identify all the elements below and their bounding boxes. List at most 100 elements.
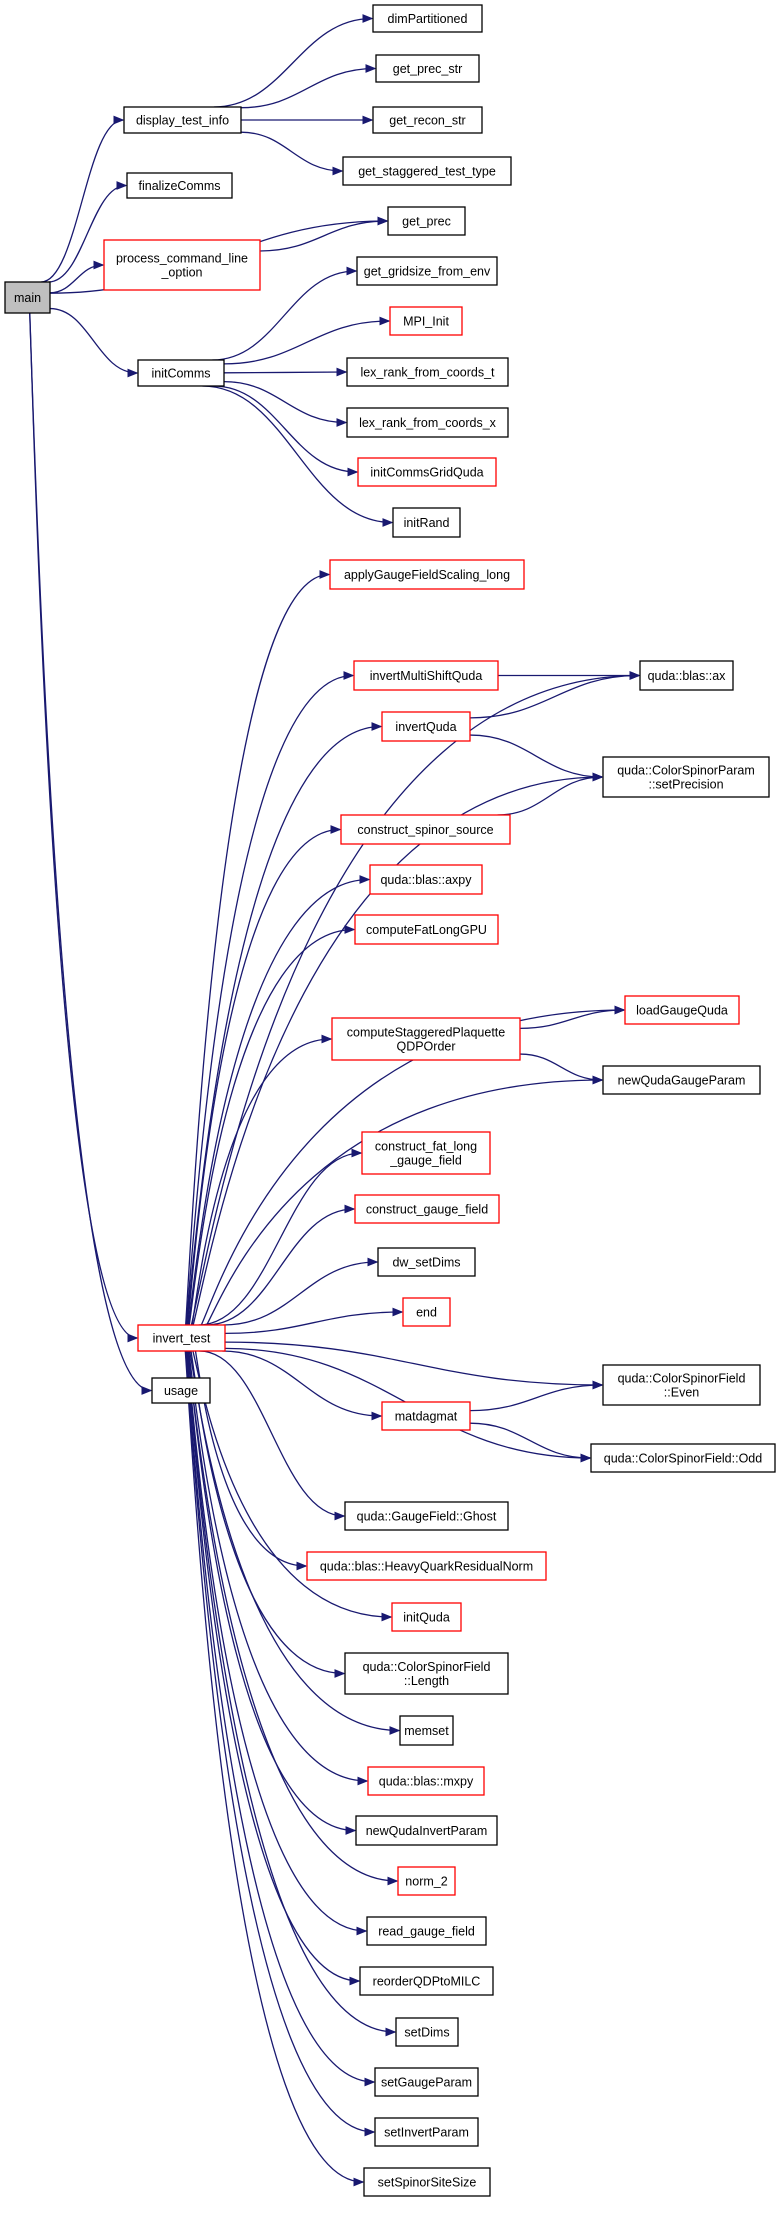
- node-box[interactable]: [356, 256, 498, 286]
- node-setspinorsitesize[interactable]: setSpinorSiteSize: [363, 2167, 491, 2197]
- node-get-recon-str[interactable]: get_recon_str: [372, 106, 483, 134]
- node-box[interactable]: [374, 2117, 479, 2147]
- node-newqudainvertparam[interactable]: newQudaInvertParam: [355, 1815, 498, 1846]
- node-dw-setdims[interactable]: dw_setDims: [377, 1247, 476, 1277]
- node-box[interactable]: [331, 1017, 521, 1061]
- node-box[interactable]: [402, 1297, 451, 1327]
- node-blas-ax[interactable]: quda::blas::ax: [639, 660, 734, 691]
- node-box[interactable]: [344, 1501, 509, 1531]
- node-box[interactable]: [353, 660, 499, 691]
- node-invertquda[interactable]: invertQuda: [381, 711, 471, 742]
- node-box[interactable]: [355, 1815, 498, 1846]
- node-box[interactable]: [329, 559, 525, 590]
- node-process-command-line-option[interactable]: process_command_line_option: [103, 239, 261, 291]
- node-box[interactable]: [392, 507, 461, 538]
- node-lex-rank-from-coords-x[interactable]: lex_rank_from_coords_x: [346, 407, 509, 438]
- node-box[interactable]: [340, 814, 511, 845]
- node-dimpartitioned[interactable]: dimPartitioned: [372, 4, 483, 33]
- node-box[interactable]: [381, 1401, 471, 1431]
- node-box[interactable]: [602, 1065, 761, 1095]
- node-construct-fat-long-gauge-field[interactable]: construct_fat_long_gauge_field: [361, 1131, 491, 1175]
- node-end[interactable]: end: [402, 1297, 451, 1327]
- node-box[interactable]: [397, 1866, 456, 1896]
- node-box[interactable]: [103, 239, 261, 291]
- node-colorspinorfield-odd[interactable]: quda::ColorSpinorField::Odd: [590, 1443, 776, 1473]
- node-finalizecomms[interactable]: finalizeComms: [126, 172, 233, 199]
- node-box[interactable]: [391, 1602, 462, 1632]
- node-construct-gauge-field[interactable]: construct_gauge_field: [354, 1194, 500, 1224]
- node-memset[interactable]: memset: [399, 1715, 454, 1746]
- node-lex-rank-from-coords-t[interactable]: lex_rank_from_coords_t: [346, 357, 509, 387]
- node-box[interactable]: [137, 359, 225, 387]
- node-get-gridsize-from-env[interactable]: get_gridsize_from_env: [356, 256, 498, 286]
- node-gaugefield-ghost[interactable]: quda::GaugeField::Ghost: [344, 1501, 509, 1531]
- node-usage[interactable]: usage: [151, 1377, 211, 1404]
- node-box[interactable]: [372, 106, 483, 134]
- node-box[interactable]: [346, 357, 509, 387]
- node-setdims[interactable]: setDims: [395, 2017, 459, 2047]
- node-matdagmat[interactable]: matdagmat: [381, 1401, 471, 1431]
- node-loadgaugequda[interactable]: loadGaugeQuda: [624, 995, 740, 1025]
- node-reorderqdptomilc[interactable]: reorderQDPtoMILC: [359, 1966, 494, 1996]
- node-box[interactable]: [151, 1377, 211, 1404]
- node-box[interactable]: [369, 864, 483, 895]
- node-box[interactable]: [375, 54, 480, 83]
- node-box[interactable]: [389, 306, 463, 336]
- node-initquda[interactable]: initQuda: [391, 1602, 462, 1632]
- node-box[interactable]: [602, 1364, 761, 1406]
- node-box[interactable]: [342, 156, 512, 186]
- node-box[interactable]: [363, 2167, 491, 2197]
- node-box[interactable]: [361, 1131, 491, 1175]
- node-blas-mxpy[interactable]: quda::blas::mxpy: [367, 1766, 485, 1796]
- node-box[interactable]: [137, 1324, 226, 1352]
- node-box[interactable]: [387, 206, 466, 236]
- node-box[interactable]: [354, 1194, 500, 1224]
- node-get-prec[interactable]: get_prec: [387, 206, 466, 236]
- node-setgaugeparam[interactable]: setGaugeParam: [374, 2067, 479, 2097]
- node-heavyquarkresidualnorm[interactable]: quda::blas::HeavyQuarkResidualNorm: [306, 1551, 547, 1581]
- node-box[interactable]: [354, 914, 499, 945]
- node-box[interactable]: [359, 1966, 494, 1996]
- node-box[interactable]: [123, 106, 242, 134]
- node-initcommsgridquda[interactable]: initCommsGridQuda: [357, 457, 497, 487]
- node-applygaugefieldscaling-long[interactable]: applyGaugeFieldScaling_long: [329, 559, 525, 590]
- node-box[interactable]: [399, 1715, 454, 1746]
- node-box[interactable]: [372, 4, 483, 33]
- node-get-staggered-test-type[interactable]: get_staggered_test_type: [342, 156, 512, 186]
- node-box[interactable]: [367, 1766, 485, 1796]
- node-box[interactable]: [346, 407, 509, 438]
- node-box[interactable]: [377, 1247, 476, 1277]
- node-construct-spinor-source[interactable]: construct_spinor_source: [340, 814, 511, 845]
- node-blas-axpy[interactable]: quda::blas::axpy: [369, 864, 483, 895]
- node-read-gauge-field[interactable]: read_gauge_field: [366, 1916, 487, 1946]
- node-invert-test[interactable]: invert_test: [137, 1324, 226, 1352]
- node-main[interactable]: main: [4, 281, 51, 314]
- node-box[interactable]: [357, 457, 497, 487]
- node-box[interactable]: [4, 281, 51, 314]
- node-invertmultishiftquda[interactable]: invertMultiShiftQuda: [353, 660, 499, 691]
- node-box[interactable]: [366, 1916, 487, 1946]
- node-setinvertparam[interactable]: setInvertParam: [374, 2117, 479, 2147]
- node-get-prec-str[interactable]: get_prec_str: [375, 54, 480, 83]
- node-box[interactable]: [602, 756, 770, 798]
- node-mpi-init[interactable]: MPI_Init: [389, 306, 463, 336]
- node-box[interactable]: [624, 995, 740, 1025]
- node-box[interactable]: [126, 172, 233, 199]
- node-colorspinorfield-even[interactable]: quda::ColorSpinorField::Even: [602, 1364, 761, 1406]
- node-display-test-info[interactable]: display_test_info: [123, 106, 242, 134]
- node-box[interactable]: [395, 2017, 459, 2047]
- node-newqudagaugeparam[interactable]: newQudaGaugeParam: [602, 1065, 761, 1095]
- node-box[interactable]: [306, 1551, 547, 1581]
- node-colorspinorfield-length[interactable]: quda::ColorSpinorField::Length: [344, 1652, 509, 1695]
- node-box[interactable]: [381, 711, 471, 742]
- node-computefatlonggpu[interactable]: computeFatLongGPU: [354, 914, 499, 945]
- node-initrand[interactable]: initRand: [392, 507, 461, 538]
- node-box[interactable]: [590, 1443, 776, 1473]
- node-box[interactable]: [374, 2067, 479, 2097]
- node-colorspinorparam-setprecision[interactable]: quda::ColorSpinorParam::setPrecision: [602, 756, 770, 798]
- node-initcomms[interactable]: initComms: [137, 359, 225, 387]
- node-box[interactable]: [344, 1652, 509, 1695]
- node-box[interactable]: [639, 660, 734, 691]
- node-norm-2[interactable]: norm_2: [397, 1866, 456, 1896]
